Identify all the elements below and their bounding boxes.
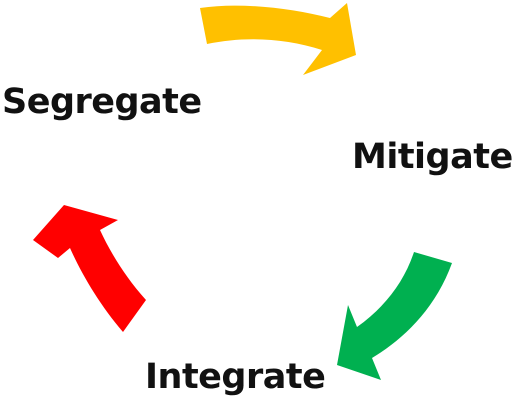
stage-label-mitigate: Mitigate [352, 137, 513, 177]
curved-arrow-right-icon [200, 3, 356, 75]
curved-arrow-down-left-icon [337, 252, 452, 380]
curved-arrow-up-left-icon [33, 205, 146, 332]
stage-label-segregate: Segregate [2, 82, 202, 122]
stage-label-integrate: Integrate [145, 357, 326, 397]
